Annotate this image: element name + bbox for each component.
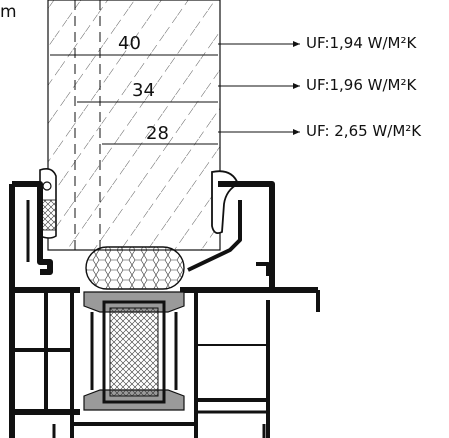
dimension-lines bbox=[50, 41, 300, 145]
left-gasket bbox=[39, 168, 57, 239]
right-gasket bbox=[211, 170, 240, 235]
corner-label: m bbox=[0, 2, 17, 22]
setting-block bbox=[85, 246, 185, 290]
thermal-break bbox=[83, 291, 185, 411]
uf-label-40: UF:1,94 W/M²K bbox=[306, 34, 417, 52]
frame-profile bbox=[9, 181, 320, 438]
dimension-label-40: 40 bbox=[118, 33, 141, 54]
uf-label-28: UF: 2,65 W/M²K bbox=[306, 122, 422, 140]
glass-pane bbox=[47, 0, 221, 251]
dimension-label-34: 34 bbox=[132, 80, 155, 101]
dimension-label-28: 28 bbox=[146, 123, 169, 144]
uf-label-34: UF:1,96 W/M²K bbox=[306, 76, 417, 94]
